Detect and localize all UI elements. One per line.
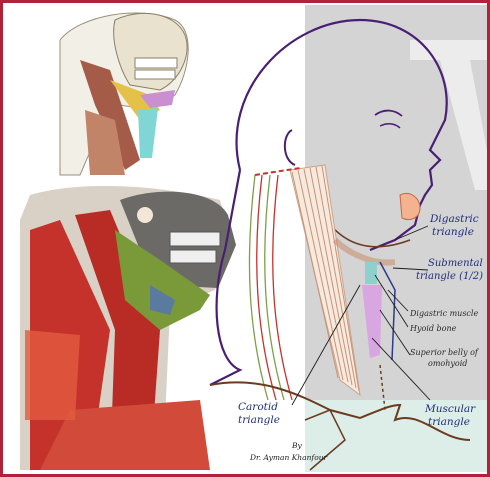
label-omohyoid-1: Superior belly of [410, 348, 480, 357]
lower-teeth [135, 70, 175, 79]
posterior-strands [249, 175, 292, 400]
label-muscular-1: Muscular [424, 403, 476, 415]
hyoid-bone [365, 262, 377, 284]
label-digastric-2: triangle [432, 226, 474, 238]
lower-teeth-large [170, 250, 216, 263]
upper-teeth [135, 58, 177, 68]
ear [285, 130, 295, 165]
lateral-neck-illustration [20, 186, 236, 470]
label-digastric-muscle: Digastric muscle [409, 309, 478, 318]
label-carotid-2: triangle [238, 414, 280, 426]
upper-neck-illustration [60, 13, 188, 175]
cyan-triangle [138, 108, 158, 158]
label-carotid-1: Carotid [238, 401, 278, 413]
label-submental-2: triangle (1/2) [416, 271, 483, 282]
label-submental-1: Submental [428, 258, 483, 269]
ear-bone [137, 207, 153, 223]
credit-author: Dr. Ayman Khanfour [249, 453, 328, 462]
label-muscular-2: triangle [428, 416, 470, 428]
credit-by: By [291, 441, 303, 450]
label-digastric-1: Digastric [429, 213, 479, 225]
label-omohyoid-2: omohyoid [428, 359, 467, 368]
upper-teeth-large [170, 232, 220, 246]
label-hyoid: Hyoid bone [409, 324, 457, 333]
